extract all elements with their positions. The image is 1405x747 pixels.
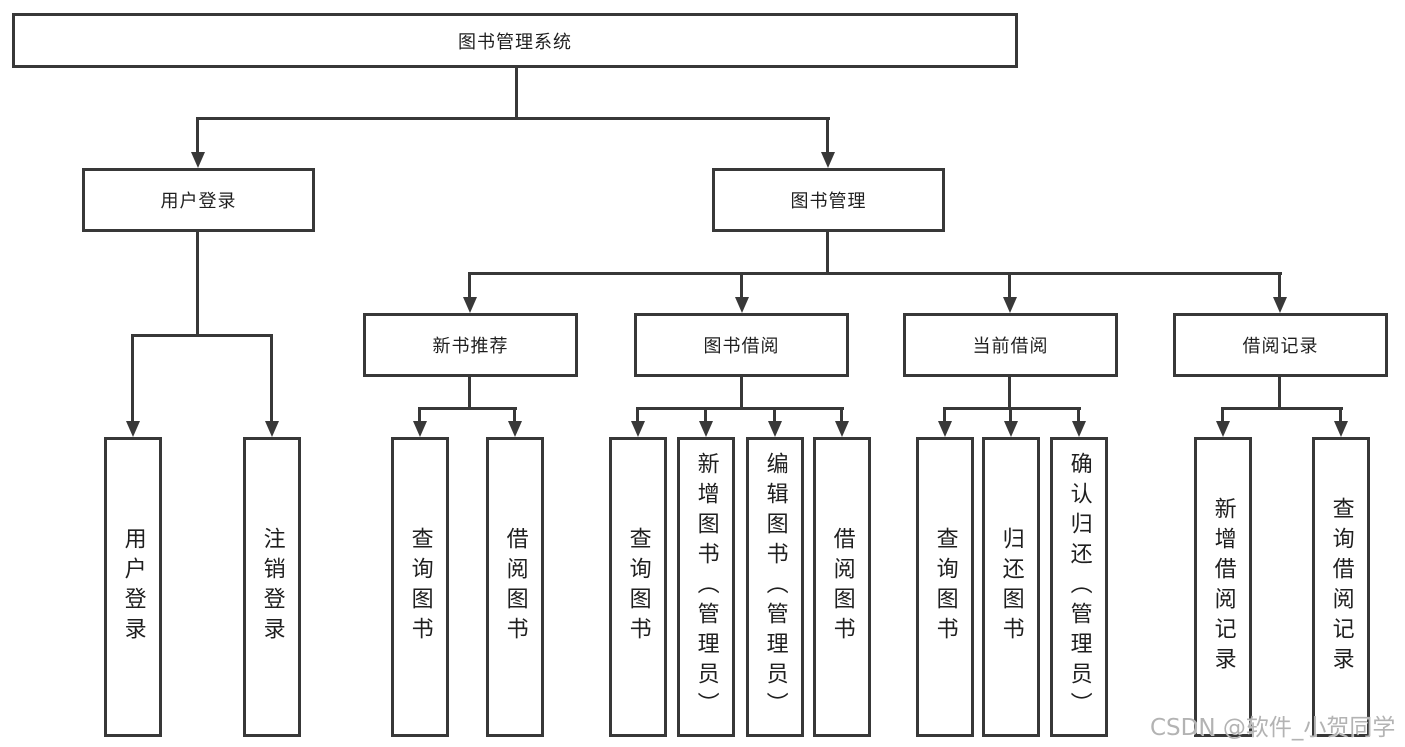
arrow-down-icon: [508, 421, 522, 437]
leaf-nb-borrow-books: 借阅图书: [486, 437, 544, 737]
connector-drop: [636, 407, 639, 423]
arrow-down-icon: [735, 297, 749, 313]
arrow-down-icon: [699, 421, 713, 437]
arrow-down-icon: [265, 421, 279, 437]
leaf-cb-query-books: 查询图书: [916, 437, 974, 737]
connector-drop: [1221, 407, 1224, 423]
arrow-down-icon: [1334, 421, 1348, 437]
leaf-logout-label: 注销登录: [259, 527, 285, 647]
connector-user-login-bar: [131, 334, 273, 337]
leaf-user-login-label: 用户登录: [120, 527, 146, 647]
connector-drop-user-login: [196, 117, 199, 154]
node-new-book-recommend: 新书推荐: [363, 313, 578, 377]
connector-new-book-stem: [468, 377, 471, 410]
connector-drop: [704, 407, 707, 423]
connector-drop-book-borrowing: [740, 272, 743, 299]
arrow-down-icon: [1216, 421, 1230, 437]
connector-level3-bar: [468, 272, 1282, 275]
node-book-management-label: 图书管理: [790, 191, 867, 212]
leaf-br-query-borrow-record: 查询借阅记录: [1312, 437, 1370, 737]
leaf-bb-add-book-admin-label: 新增图书（管理员）: [693, 452, 719, 722]
leaf-bb-query-books-label: 查询图书: [625, 527, 651, 647]
connector-level2-bar: [196, 117, 830, 120]
connector-book-borrowing-stem: [740, 377, 743, 410]
connector-book-borrowing-bar: [636, 407, 844, 410]
connector-drop: [773, 407, 776, 423]
arrow-down-icon: [821, 152, 835, 168]
leaf-nb-query-books: 查询图书: [391, 437, 449, 737]
leaf-bb-edit-book-admin-label: 编辑图书（管理员）: [762, 452, 788, 722]
connector-book-management-stem: [826, 232, 829, 275]
connector-drop-current-borrowing: [1008, 272, 1011, 299]
connector-borrowing-records-bar: [1221, 407, 1343, 410]
leaf-br-add-borrow-record-label: 新增借阅记录: [1210, 497, 1236, 677]
connector-root-stem: [515, 68, 518, 118]
connector-drop: [1077, 407, 1080, 423]
arrow-down-icon: [126, 421, 140, 437]
leaf-bb-borrow-books: 借阅图书: [813, 437, 871, 737]
connector-borrowing-records-stem: [1278, 377, 1281, 410]
connector-current-borrowing-stem: [1008, 377, 1011, 410]
connector-drop-book-management: [826, 117, 829, 154]
arrow-down-icon: [1003, 297, 1017, 313]
leaf-cb-return-books-label: 归还图书: [998, 527, 1024, 647]
connector-drop: [840, 407, 843, 423]
node-user-login: 用户登录: [82, 168, 315, 232]
leaf-bb-borrow-books-label: 借阅图书: [829, 527, 855, 647]
node-current-borrowing: 当前借阅: [903, 313, 1118, 377]
node-root-system-label: 图书管理系统: [458, 31, 572, 53]
leaf-logout: 注销登录: [243, 437, 301, 737]
connector-drop-leaf-logout: [270, 334, 273, 422]
connector-drop-borrowing-records: [1278, 272, 1281, 299]
leaf-cb-confirm-return-admin-label: 确认归还（管理员）: [1066, 452, 1092, 722]
leaf-user-login: 用户登录: [104, 437, 162, 737]
connector-new-book-bar: [418, 407, 517, 410]
leaf-nb-borrow-books-label: 借阅图书: [502, 527, 528, 647]
node-root-system: 图书管理系统: [12, 13, 1018, 68]
node-borrowing-records: 借阅记录: [1173, 313, 1388, 377]
connector-drop: [1009, 407, 1012, 423]
leaf-cb-query-books-label: 查询图书: [932, 527, 958, 647]
arrow-down-icon: [768, 421, 782, 437]
connector-drop-leaf-user-login: [131, 334, 134, 422]
arrow-down-icon: [835, 421, 849, 437]
leaf-br-query-borrow-record-label: 查询借阅记录: [1328, 497, 1354, 677]
arrow-down-icon: [938, 421, 952, 437]
node-user-login-label: 用户登录: [160, 191, 237, 212]
arrow-down-icon: [191, 152, 205, 168]
connector-user-login-stem: [196, 232, 199, 334]
arrow-down-icon: [463, 297, 477, 313]
leaf-cb-confirm-return-admin: 确认归还（管理员）: [1050, 437, 1108, 737]
leaf-bb-query-books: 查询图书: [609, 437, 667, 737]
connector-drop: [513, 407, 516, 423]
node-book-borrowing: 图书借阅: [634, 313, 849, 377]
arrow-down-icon: [1004, 421, 1018, 437]
leaf-bb-edit-book-admin: 编辑图书（管理员）: [746, 437, 804, 737]
leaf-br-add-borrow-record: 新增借阅记录: [1194, 437, 1252, 737]
node-book-management: 图书管理: [712, 168, 945, 232]
leaf-bb-add-book-admin: 新增图书（管理员）: [677, 437, 735, 737]
csdn-watermark: CSDN @软件_小贺同学: [1150, 715, 1396, 741]
arrow-down-icon: [413, 421, 427, 437]
node-book-borrowing-label: 图书借阅: [703, 336, 780, 357]
node-new-book-recommend-label: 新书推荐: [432, 336, 509, 357]
leaf-nb-query-books-label: 查询图书: [407, 527, 433, 647]
arrow-down-icon: [1273, 297, 1287, 313]
arrow-down-icon: [631, 421, 645, 437]
arrow-down-icon: [1072, 421, 1086, 437]
connector-drop: [943, 407, 946, 423]
connector-current-borrowing-bar: [943, 407, 1081, 410]
connector-drop-new-book-recommend: [468, 272, 471, 299]
node-current-borrowing-label: 当前借阅: [972, 336, 1049, 357]
node-borrowing-records-label: 借阅记录: [1242, 336, 1319, 357]
leaf-cb-return-books: 归还图书: [982, 437, 1040, 737]
connector-drop: [1339, 407, 1342, 423]
connector-drop: [418, 407, 421, 423]
